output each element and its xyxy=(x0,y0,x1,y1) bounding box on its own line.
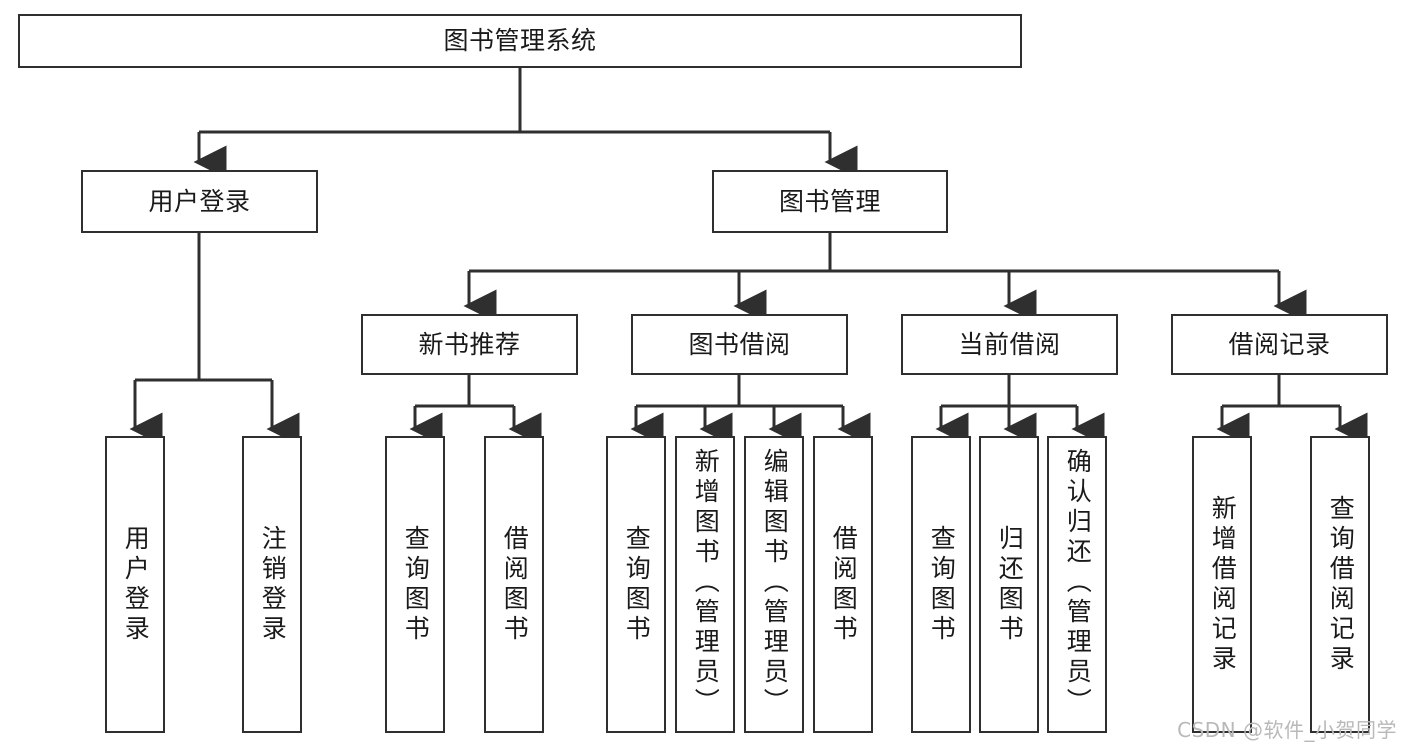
node-leaf-edit-book-label: 编辑图书（管理员） xyxy=(760,448,790,718)
node-leaf-add-book-label: 新增图书（管理员） xyxy=(691,448,721,718)
node-current-borrow-label: 当前借阅 xyxy=(958,329,1061,359)
node-leaf-borrow-book-1[interactable]: 借阅图书 xyxy=(484,436,544,733)
node-borrow-record-label: 借阅记录 xyxy=(1228,329,1331,359)
node-book-borrow-label: 图书借阅 xyxy=(688,329,791,359)
node-leaf-query-book-2-label: 查询图书 xyxy=(622,524,652,645)
node-user-login-label: 用户登录 xyxy=(148,186,251,216)
node-leaf-query-record[interactable]: 查询借阅记录 xyxy=(1310,436,1370,733)
node-leaf-query-book-1[interactable]: 查询图书 xyxy=(385,436,445,733)
node-leaf-query-book-3[interactable]: 查询图书 xyxy=(911,436,971,733)
node-leaf-borrow-book-1-label: 借阅图书 xyxy=(500,524,530,645)
node-leaf-logout-label: 注销登录 xyxy=(258,524,288,645)
node-new-book-rec-label: 新书推荐 xyxy=(418,329,521,359)
node-user-login[interactable]: 用户登录 xyxy=(81,170,318,233)
node-book-manage-label: 图书管理 xyxy=(778,186,881,216)
node-leaf-logout[interactable]: 注销登录 xyxy=(242,436,302,733)
watermark-text: CSDN @软件_小贺同学 xyxy=(1177,718,1397,742)
node-leaf-return-book-label: 归还图书 xyxy=(995,524,1025,645)
node-leaf-borrow-book-2[interactable]: 借阅图书 xyxy=(813,436,873,733)
node-leaf-add-book[interactable]: 新增图书（管理员） xyxy=(675,436,735,733)
node-leaf-user-login-label: 用户登录 xyxy=(121,524,151,645)
node-leaf-return-book[interactable]: 归还图书 xyxy=(979,436,1039,733)
node-root[interactable]: 图书管理系统 xyxy=(18,14,1022,68)
node-leaf-add-record-label: 新增借阅记录 xyxy=(1208,494,1238,675)
node-leaf-edit-book[interactable]: 编辑图书（管理员） xyxy=(744,436,804,733)
node-leaf-query-book-3-label: 查询图书 xyxy=(927,524,957,645)
node-leaf-add-record[interactable]: 新增借阅记录 xyxy=(1192,436,1252,733)
node-leaf-confirm-return[interactable]: 确认归还（管理员） xyxy=(1047,436,1107,733)
node-new-book-rec[interactable]: 新书推荐 xyxy=(361,314,578,375)
node-book-manage[interactable]: 图书管理 xyxy=(712,170,948,233)
node-leaf-user-login[interactable]: 用户登录 xyxy=(105,436,165,733)
node-leaf-confirm-return-label: 确认归还（管理员） xyxy=(1063,448,1093,718)
node-leaf-borrow-book-2-label: 借阅图书 xyxy=(829,524,859,645)
node-book-borrow[interactable]: 图书借阅 xyxy=(631,314,848,375)
node-borrow-record[interactable]: 借阅记录 xyxy=(1171,314,1388,375)
node-root-label: 图书管理系统 xyxy=(443,26,597,55)
node-leaf-query-book-2[interactable]: 查询图书 xyxy=(606,436,666,733)
node-current-borrow[interactable]: 当前借阅 xyxy=(901,314,1118,375)
node-leaf-query-record-label: 查询借阅记录 xyxy=(1326,494,1356,675)
node-leaf-query-book-1-label: 查询图书 xyxy=(401,524,431,645)
